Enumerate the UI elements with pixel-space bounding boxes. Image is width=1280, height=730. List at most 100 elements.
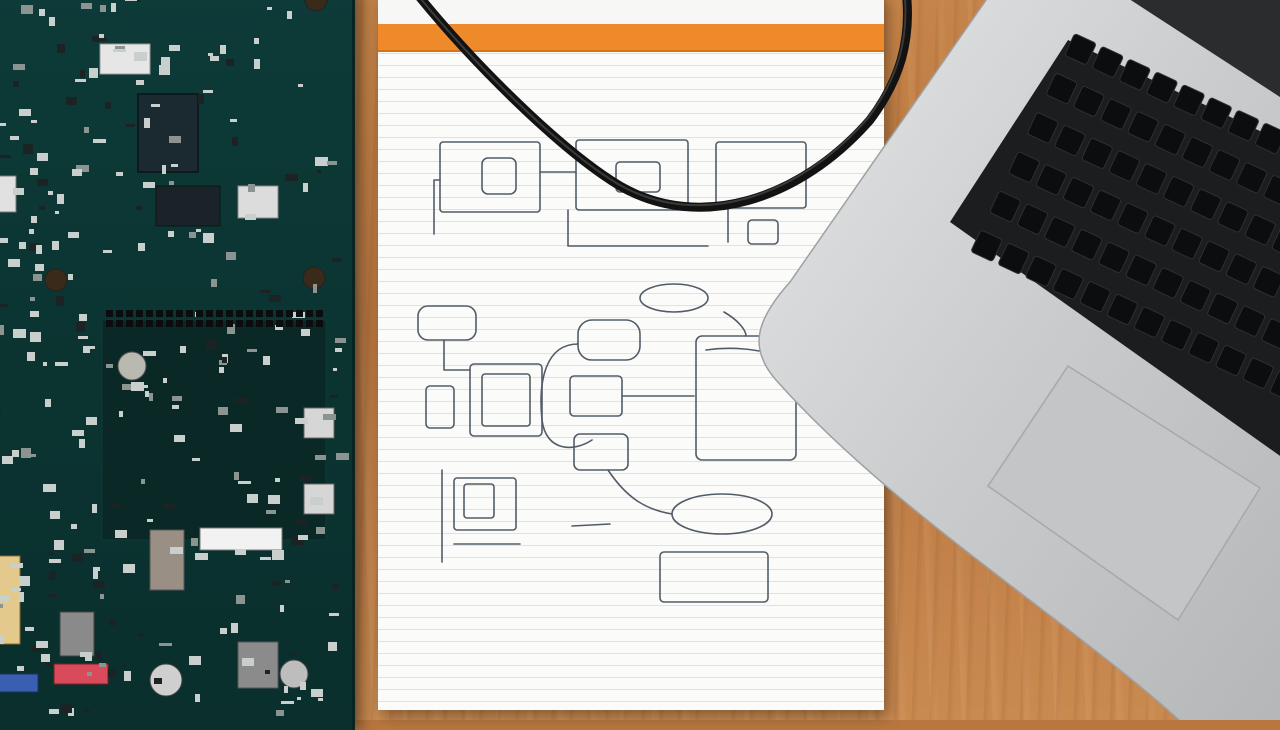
header-pin — [296, 310, 303, 317]
smd-component — [12, 450, 19, 457]
smd-component — [301, 329, 310, 336]
header-pin — [146, 310, 153, 317]
smd-component — [49, 559, 61, 563]
smd-component — [50, 511, 60, 519]
smd-component — [172, 405, 179, 409]
smd-component — [227, 324, 235, 334]
smd-component — [93, 567, 100, 571]
header-pin — [236, 320, 243, 327]
smd-component — [162, 165, 166, 174]
smd-component — [68, 232, 79, 238]
smd-component — [0, 325, 4, 335]
smd-component — [61, 704, 72, 713]
smd-component — [126, 124, 135, 127]
smd-component — [231, 623, 238, 633]
keyboard-key — [1079, 281, 1111, 313]
smd-component — [332, 258, 342, 262]
smd-component — [10, 136, 19, 140]
keyboard-key — [1244, 214, 1276, 246]
smd-component — [247, 349, 257, 352]
smd-component — [203, 90, 213, 93]
smd-component — [138, 243, 145, 251]
smd-component — [31, 216, 37, 223]
smd-component — [234, 472, 239, 480]
microchip-icon — [137, 93, 199, 173]
smd-component — [49, 594, 57, 597]
smd-component — [49, 709, 59, 714]
smd-component — [89, 68, 98, 78]
smd-component — [235, 398, 248, 403]
header-pin — [216, 310, 223, 317]
keyboard-key — [1146, 72, 1178, 104]
keyboard-key — [1044, 216, 1076, 248]
keyboard-key — [1171, 228, 1203, 260]
smd-component — [298, 535, 308, 540]
smd-component — [49, 17, 55, 26]
header-pin — [186, 310, 193, 317]
smd-component — [80, 652, 86, 657]
smd-component — [196, 229, 201, 232]
smd-component — [138, 633, 144, 637]
keyboard-key — [1215, 345, 1247, 376]
keyboard-key — [1173, 84, 1205, 116]
smd-component — [25, 627, 34, 631]
smd-component — [226, 252, 236, 260]
header-pin — [266, 320, 273, 327]
keyboard-key — [1236, 162, 1268, 194]
header-pin — [316, 320, 323, 327]
smd-component — [37, 153, 48, 161]
smd-component — [79, 314, 87, 321]
smd-component — [332, 584, 339, 589]
smd-component — [192, 458, 200, 461]
keyboard-key — [1090, 189, 1122, 221]
header-pin — [166, 310, 173, 317]
smd-component — [80, 70, 85, 78]
smd-component — [298, 84, 303, 87]
smd-component — [72, 430, 84, 436]
keyboard-key — [1261, 318, 1280, 350]
smd-component — [316, 527, 325, 534]
smd-component — [135, 0, 140, 2]
sketch-box — [659, 551, 769, 603]
smd-component — [295, 418, 308, 424]
smd-component — [248, 184, 255, 192]
keyboard-key — [1242, 357, 1274, 389]
smd-component — [313, 284, 317, 293]
header-pin — [106, 320, 113, 327]
smd-component — [76, 165, 89, 172]
keyboard-key — [1025, 255, 1057, 287]
smd-component — [149, 393, 153, 401]
circuit-board — [0, 0, 355, 730]
smd-component — [267, 7, 272, 10]
smd-component — [41, 654, 50, 662]
smd-component — [271, 581, 281, 586]
keyboard-key — [1190, 188, 1222, 220]
smd-component — [32, 646, 41, 652]
smd-component — [144, 118, 150, 128]
header-pin — [226, 320, 233, 327]
smd-component — [169, 45, 180, 51]
smd-component — [275, 478, 280, 482]
smd-component — [0, 596, 10, 602]
keyboard-key — [1117, 202, 1149, 234]
smd-component — [268, 495, 280, 504]
smd-component — [21, 448, 31, 458]
smd-component — [99, 34, 104, 38]
smd-component — [327, 161, 337, 165]
smd-component — [103, 250, 112, 253]
header-pin — [116, 310, 123, 317]
smd-component — [285, 580, 290, 583]
smd-component — [236, 595, 245, 604]
smd-component — [226, 59, 234, 66]
header-pin — [236, 310, 243, 317]
smd-component — [285, 174, 298, 181]
smd-component — [21, 5, 33, 14]
smd-component — [211, 279, 217, 287]
keyboard-key — [1017, 203, 1049, 235]
smd-component — [311, 689, 323, 697]
smd-component — [247, 494, 258, 503]
smd-component — [263, 356, 270, 365]
smd-component — [92, 36, 99, 42]
keyboard-key — [1071, 229, 1103, 261]
